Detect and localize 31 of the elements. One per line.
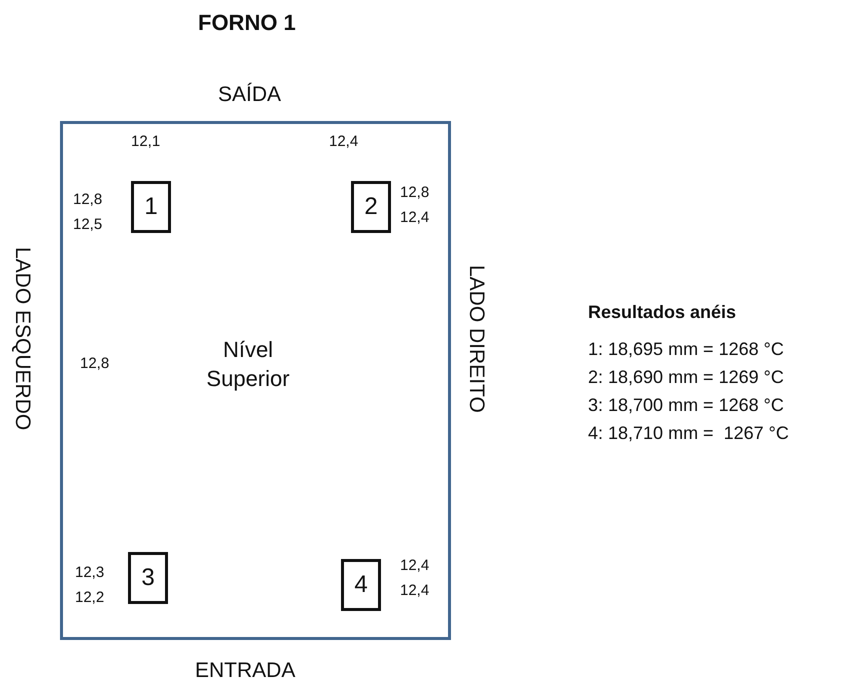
measurement-value: 12,8 bbox=[73, 192, 102, 207]
measurement-value: 12,1 bbox=[131, 134, 160, 149]
measurement-value: 12,8 bbox=[400, 185, 430, 200]
side-label: ENTRADA bbox=[195, 660, 296, 681]
sample-number: 4 bbox=[354, 571, 368, 599]
diagram-title: FORNO 1 bbox=[198, 12, 296, 34]
sample-box bbox=[351, 181, 391, 233]
result-line: 3: 18,700 mm = 1268 °C bbox=[588, 396, 784, 414]
measurement-value: 12,5 bbox=[73, 217, 102, 232]
side-label: LADO DIREITO bbox=[466, 265, 487, 413]
result-line: 1: 18,695 mm = 1268 °C bbox=[588, 340, 784, 358]
side-label: SAÍDA bbox=[218, 84, 282, 105]
sample-box bbox=[341, 559, 381, 611]
sample-box bbox=[131, 181, 171, 233]
measurement-value: 12,4 bbox=[329, 134, 358, 149]
results-heading: Resultados anéis bbox=[588, 303, 736, 321]
measurement-value: 12,4 bbox=[400, 210, 430, 225]
measurement-value: 12,4 bbox=[400, 558, 430, 573]
measurement-value: 12,2 bbox=[75, 590, 104, 605]
sample-number: 3 bbox=[141, 564, 155, 592]
sample-number: 1 bbox=[144, 193, 158, 221]
sample-number: 2 bbox=[364, 193, 378, 221]
side-label: LADO ESQUERDO bbox=[12, 247, 33, 430]
result-line: 2: 18,690 mm = 1269 °C bbox=[588, 368, 784, 386]
sample-box bbox=[128, 552, 168, 604]
measurement-value: 12,3 bbox=[75, 565, 104, 580]
measurement-value: 12,8 bbox=[80, 356, 110, 371]
furnace-outline bbox=[60, 121, 451, 640]
measurement-value: 12,4 bbox=[400, 583, 430, 598]
result-line: 4: 18,710 mm = 1267 °C bbox=[588, 424, 789, 442]
level-label: Nível Superior bbox=[205, 336, 291, 393]
